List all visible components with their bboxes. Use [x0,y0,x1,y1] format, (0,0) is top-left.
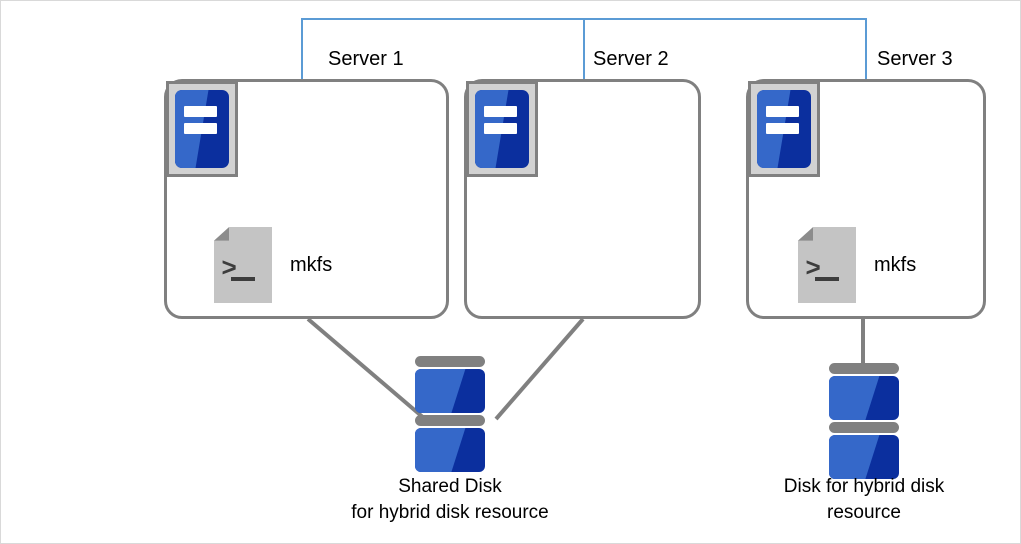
disk-platter-bar-1 [829,363,899,374]
terminal-document-icon-1: > [214,227,272,303]
server-3-label: Server 3 [877,48,953,70]
server-2-label: Server 2 [593,48,669,70]
disk-platter-2 [415,428,485,472]
disk-platter-bar-2 [415,415,485,426]
prompt-caret-icon: > [805,252,821,283]
connector-server2-to-shared-disk [494,317,585,421]
server-group-bracket-right [583,18,867,80]
mkfs-label-server-1: mkfs [290,253,333,276]
mkfs-label-server-3: mkfs [874,253,917,276]
server-rack-icon-slot-1 [765,105,800,118]
disk-stack-icon-local[interactable] [829,363,899,481]
disk-platter-bar-1 [415,356,485,367]
mkfs-item-server-1: > mkfs [214,227,332,303]
document-fold-corner [798,227,814,241]
prompt-caret-icon: > [221,252,237,283]
server-rack-icon-slot-2 [183,122,218,135]
server-rack-icon-2 [466,81,538,177]
server-1-label: Server 1 [328,48,404,70]
server-rack-icon-3 [748,81,820,177]
disk-platter-bar-2 [829,422,899,433]
server-rack-icon-1 [166,81,238,177]
connector-server1-to-shared-disk [306,317,427,421]
document-fold-corner [214,227,230,241]
server-rack-icon-body [757,90,811,168]
shared-disk-caption: Shared Disk for hybrid disk resource [351,476,549,523]
disk-platter-1 [829,376,899,420]
prompt-underscore-icon [815,277,839,282]
terminal-document-icon-3: > [798,227,856,303]
server-rack-icon-body [175,90,229,168]
disk-stack-icon-shared[interactable] [415,356,485,474]
prompt-underscore-icon [231,277,255,282]
server-rack-icon-slot-1 [483,105,518,118]
mkfs-item-server-3: > mkfs [798,227,916,303]
server-rack-icon-slot-2 [765,122,800,135]
local-disk-caption: Disk for hybrid disk resource [783,476,945,523]
disk-platter-1 [415,369,485,413]
server-rack-icon-body [475,90,529,168]
server-rack-icon-slot-2 [483,122,518,135]
server-rack-icon-slot-1 [183,105,218,118]
disk-platter-2 [829,435,899,479]
